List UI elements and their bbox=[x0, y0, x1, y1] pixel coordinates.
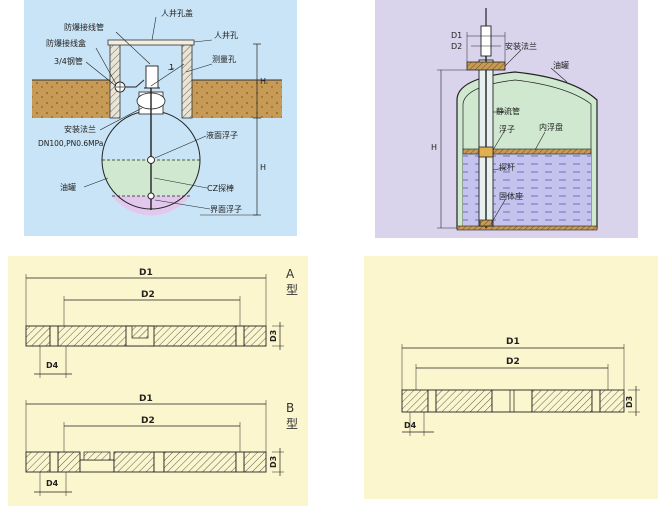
label-mount-flange: 安装法兰 bbox=[64, 124, 96, 134]
panel-flange-c: D1 D2 D3 D4 bbox=[364, 256, 658, 499]
label-h-side: H bbox=[431, 143, 437, 152]
label-b-d2: D2 bbox=[141, 416, 155, 426]
label-oil-tank-side: 油罐 bbox=[553, 60, 569, 70]
panel-underground-tank: H H 人井孔盖 人井孔 防爆接线管 防爆接线盒 3/4钢管 测量孔 1 安装法… bbox=[24, 0, 297, 236]
label-measure-hole: 测量孔 bbox=[212, 55, 236, 64]
label-manhole: 人井孔 bbox=[214, 30, 238, 40]
panel-background-4 bbox=[364, 256, 658, 499]
label-cz-rod: CZ探棒 bbox=[207, 183, 234, 193]
dim-lower-label: H bbox=[260, 163, 266, 172]
label-a-d1: D1 bbox=[139, 268, 153, 278]
manhole-wall-right bbox=[181, 43, 193, 119]
flange-type-b: D1 D2 D3 D4 B 型 bbox=[25, 394, 298, 496]
label-d2-side: D2 bbox=[451, 42, 462, 51]
label-flange-spec: DN100,PN0.6MPa bbox=[38, 139, 103, 148]
fixed-seat-shape bbox=[479, 219, 493, 227]
label-oil-float: 液面浮子 bbox=[206, 130, 238, 140]
type-b-word: 型 bbox=[286, 417, 298, 431]
flange-ab-diagram: D1 D2 D3 D4 A 型 D1 D2 bbox=[8, 256, 308, 506]
label-inner-float-roof: 内浮盘 bbox=[539, 122, 563, 132]
float-shape bbox=[478, 146, 494, 158]
oil-float-shape bbox=[147, 156, 155, 164]
type-a-word: 型 bbox=[286, 283, 298, 297]
flange-type-a: D1 D2 D3 D4 A 型 bbox=[25, 267, 298, 378]
label-probe: 探杆 bbox=[499, 162, 515, 172]
label-interface-float: 界面浮子 bbox=[210, 204, 242, 214]
panel-flange-ab: D1 D2 D3 D4 A 型 D1 D2 bbox=[8, 256, 308, 506]
flange-c-diagram: D1 D2 D3 D4 bbox=[364, 256, 658, 499]
type-a-letter: A bbox=[286, 267, 295, 281]
label-c-d4: D4 bbox=[404, 421, 417, 430]
label-explosion-proof-pipe: 防爆接线管 bbox=[64, 22, 104, 32]
manhole-cover bbox=[107, 39, 195, 46]
underground-tank-diagram: H H 人井孔盖 人井孔 防爆接线管 防爆接线盒 3/4钢管 测量孔 1 安装法… bbox=[24, 0, 297, 236]
panel-tank-side: D1 D2 H 安装法兰 油罐 静流管 浮子 内浮盘 探杆 固体座 bbox=[375, 0, 638, 238]
label-steel-pipe: 3/4钢管 bbox=[54, 56, 83, 66]
label-guide-pipe: 静流管 bbox=[496, 106, 520, 116]
dim-upper-label: H bbox=[260, 77, 266, 86]
mount-flange-shape-2 bbox=[466, 61, 506, 71]
label-a-d4: D4 bbox=[46, 361, 59, 370]
interface-float-shape bbox=[147, 192, 155, 200]
label-float: 浮子 bbox=[499, 124, 515, 134]
label-b-d3: D3 bbox=[269, 456, 278, 468]
label-b-d4: D4 bbox=[46, 479, 59, 488]
label-fixed-seat: 固体座 bbox=[499, 191, 523, 201]
transmitter-head bbox=[145, 65, 159, 89]
label-c-d1: D1 bbox=[506, 337, 520, 347]
label-oil-tank: 油罐 bbox=[60, 182, 76, 192]
label-b-d1: D1 bbox=[139, 394, 153, 404]
label-c-d3: D3 bbox=[625, 396, 634, 408]
soil-left bbox=[32, 80, 116, 118]
transmitter-head-2 bbox=[480, 25, 492, 57]
label-d1-side: D1 bbox=[451, 31, 462, 40]
inner-float-roof-shape bbox=[462, 148, 592, 155]
soil-right bbox=[186, 80, 282, 118]
tank-side-diagram: D1 D2 H 安装法兰 油罐 静流管 浮子 内浮盘 探杆 固体座 bbox=[375, 0, 638, 238]
label-a-d2: D2 bbox=[141, 290, 155, 300]
type-b-letter: B bbox=[286, 401, 294, 415]
label-mount-flange-side: 安装法兰 bbox=[505, 41, 537, 51]
explosion-proof-pipe bbox=[125, 79, 145, 88]
label-a-d3: D3 bbox=[269, 330, 278, 342]
label-explosion-proof-box: 防爆接线盒 bbox=[46, 38, 86, 48]
manhole-wall-left bbox=[109, 43, 121, 119]
label-c-d2: D2 bbox=[506, 357, 520, 367]
label-manhole-cover: 人井孔盖 bbox=[161, 8, 193, 18]
label-marker-1: 1 bbox=[169, 63, 174, 72]
